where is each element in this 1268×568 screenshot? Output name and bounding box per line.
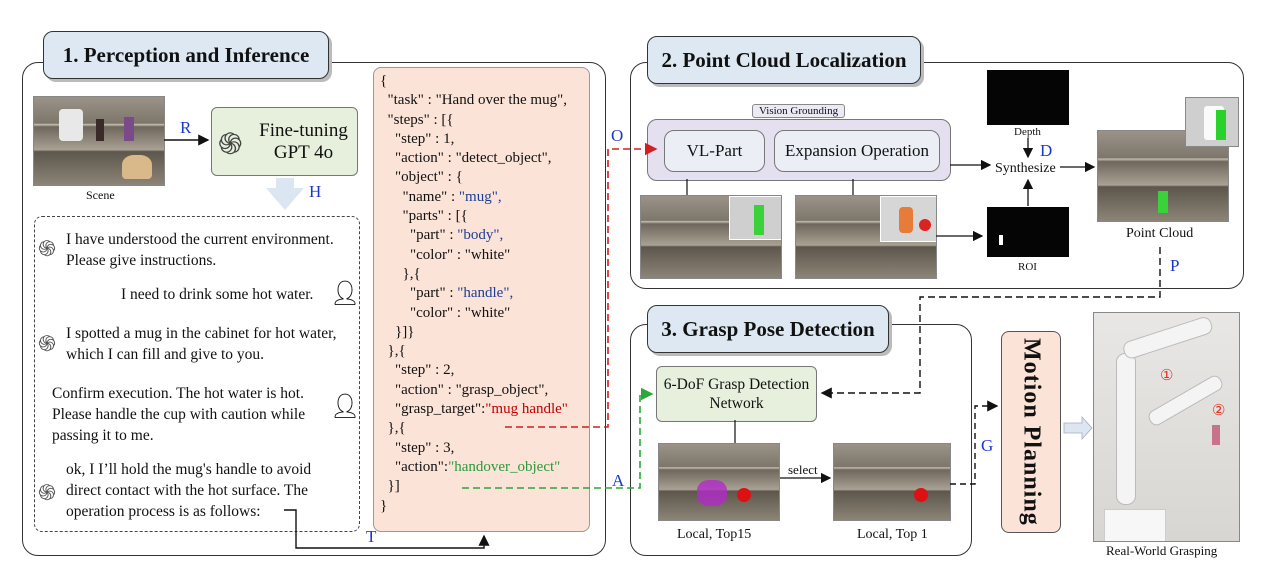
json-line: { xyxy=(380,73,388,89)
grasp-network-box: 6-DoF Grasp Detection Network xyxy=(656,366,817,422)
arrow-o xyxy=(505,142,658,428)
arrow-d-label: D xyxy=(1040,141,1053,160)
json-line: "name" : xyxy=(380,188,459,205)
arrow-t-label: T xyxy=(366,527,377,546)
json-line: "part" : xyxy=(380,227,458,244)
grasp-top1-photo xyxy=(833,443,951,521)
arrow-t xyxy=(284,509,490,549)
grasp-network-label: 6-DoF Grasp Detection Network xyxy=(663,376,810,412)
top15-label: Local, Top15 xyxy=(677,527,752,542)
arrow-a-label: A xyxy=(612,471,625,490)
json-line: "action" : "detect_object", xyxy=(380,150,552,167)
json-line: "color" : "white" xyxy=(380,246,511,263)
section-localization-title: 2. Point Cloud Localization xyxy=(647,36,921,84)
scene-photo xyxy=(33,96,165,186)
json-line: }] xyxy=(380,478,400,495)
json-line: "task" : "Hand over the mug", xyxy=(380,92,567,109)
json-value-name: "mug", xyxy=(458,188,502,205)
chat-message-3: I spotted a mug in the cabinet for hot w… xyxy=(66,325,337,363)
openai-icon: ֍ xyxy=(218,128,243,161)
synthesize-label: Synthesize xyxy=(995,161,1056,176)
arrow-g-label: G xyxy=(981,436,994,455)
motion-planning-label: Motion Planning xyxy=(1018,338,1045,526)
roi-label: ROI xyxy=(1018,261,1037,273)
json-line: "object" : { xyxy=(380,169,463,186)
point-cloud-label: Point Cloud xyxy=(1126,226,1194,241)
motion-planning-box: Motion Planning xyxy=(1001,331,1061,533)
arrow-o-label: O xyxy=(611,126,624,145)
vl-part-box: VL-Part xyxy=(664,130,765,172)
json-line: "step" : 2, xyxy=(380,362,455,379)
arrow-h-label: H xyxy=(309,182,322,201)
json-plan-box: { "task" : "Hand over the mug", "steps" … xyxy=(373,67,590,532)
expansion-operation-box: Expansion Operation xyxy=(774,130,940,172)
real-world-label: Real-World Grasping xyxy=(1106,543,1218,558)
chat-message-1: I have understood the current environmen… xyxy=(66,231,334,269)
point-cloud-inset xyxy=(1185,97,1239,147)
openai-icon: ֍ xyxy=(38,236,56,261)
chat-message-5: ok, I I’ll hold the mug's handle to avoi… xyxy=(66,461,312,520)
json-value-grasp-target: "mug handle" xyxy=(485,401,568,418)
vision-grounding-label: Vision Grounding xyxy=(752,104,846,118)
json-value-body: "body", xyxy=(457,227,504,244)
json-value-handle: "handle", xyxy=(457,285,514,302)
json-line: "action" : "grasp_object", xyxy=(380,381,549,398)
json-line: "step" : 3, xyxy=(380,439,455,456)
json-line: "steps" : [{ xyxy=(380,111,454,128)
depth-label: Depth xyxy=(1014,126,1041,138)
chat-dialog xyxy=(34,216,360,532)
json-line: "part" : xyxy=(380,285,458,302)
user-icon: 👤︎ xyxy=(330,394,361,420)
arrow-a xyxy=(462,387,654,489)
arrow-p-label: P xyxy=(1170,256,1180,275)
gpt-finetune-label: Fine-tuning GPT 4o xyxy=(259,119,348,163)
select-label: select xyxy=(788,462,818,477)
arrow-r-label: R xyxy=(180,118,192,137)
marker-1: ① xyxy=(1160,368,1174,384)
chat-message-2: I need to drink some hot water. xyxy=(121,286,314,303)
json-value-action3: "handover_object" xyxy=(448,458,561,475)
gpt-finetune-box: ֍ Fine-tuning GPT 4o xyxy=(211,107,358,176)
json-line: "parts" : [{ xyxy=(380,208,468,225)
json-line: }]} xyxy=(380,323,415,340)
vl-part-result-photo xyxy=(640,195,782,279)
openai-icon: ֍ xyxy=(38,480,56,505)
user-icon: 👤︎ xyxy=(330,281,361,307)
chat-message-4: Confirm execution. The hot water is hot.… xyxy=(52,385,306,444)
arrow-h xyxy=(266,178,304,210)
real-world-photo xyxy=(1093,312,1240,542)
json-line: "step" : 1, xyxy=(380,130,455,147)
section-grasp-title: 3. Grasp Pose Detection xyxy=(647,305,889,353)
depth-image xyxy=(987,70,1069,125)
scene-label: Scene xyxy=(86,188,115,202)
json-line: },{ xyxy=(380,265,421,282)
arrow-g xyxy=(950,400,999,485)
json-line: "action": xyxy=(380,458,449,475)
json-line: },{ xyxy=(380,343,406,360)
section-perception-title: 1. Perception and Inference xyxy=(43,31,329,79)
marker-2: ② xyxy=(1212,403,1226,419)
grasp-top15-photo xyxy=(658,443,780,521)
top1-label: Local, Top 1 xyxy=(857,527,928,542)
arrow-to-real-world xyxy=(1063,415,1093,441)
json-line: } xyxy=(380,497,388,514)
expansion-result-photo xyxy=(795,195,937,279)
openai-icon: ֍ xyxy=(38,331,56,356)
json-line: "color" : "white" xyxy=(380,304,511,321)
json-line: "grasp_target": xyxy=(380,401,486,418)
json-line: },{ xyxy=(380,420,406,437)
arrow-p xyxy=(820,247,1161,399)
roi-image xyxy=(987,207,1069,257)
